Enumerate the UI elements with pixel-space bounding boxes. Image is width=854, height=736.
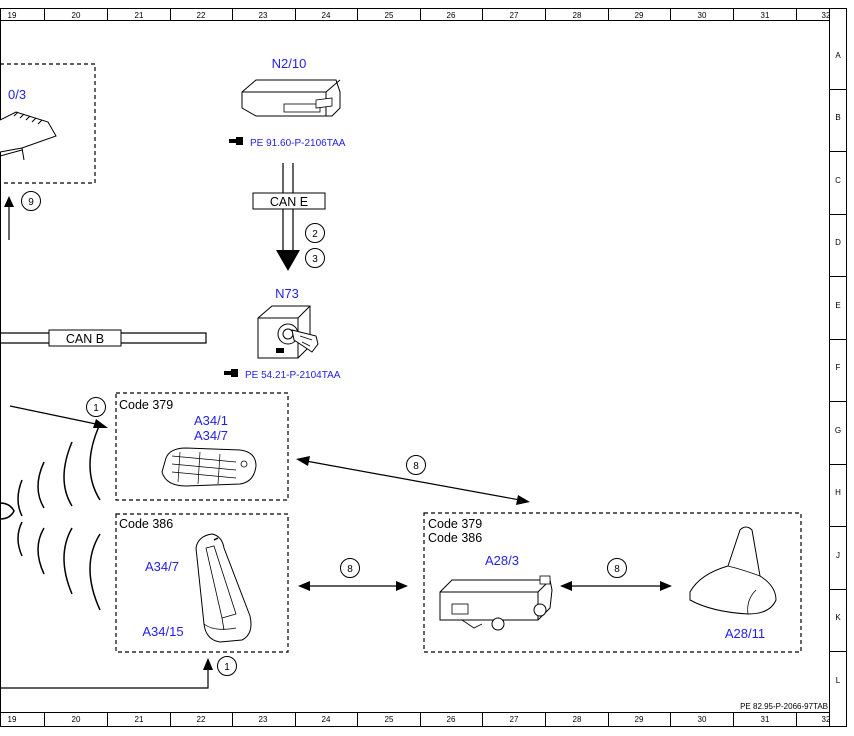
bus-label-can-e: CAN E (270, 195, 308, 209)
col-label: 27 (510, 11, 519, 20)
row-ticks (829, 89, 847, 652)
col-label: 27 (510, 715, 519, 724)
component-label-a28-3: A28/3 (485, 553, 519, 568)
callout-2: 2 (312, 229, 318, 240)
column-labels-bottom: 19 20 21 22 23 24 25 26 27 28 29 30 31 3… (8, 715, 831, 724)
col-label: 28 (573, 11, 582, 20)
code-label: Code 379 (119, 398, 173, 412)
code-label: Code 386 (119, 517, 173, 531)
connection-1-top: 1 (9, 397, 108, 428)
col-label: 22 (197, 11, 206, 20)
pointing-hand-icon (229, 137, 243, 145)
component-label-a34-1: A34/1 (194, 413, 228, 428)
partial-component-label: 0/3 (8, 87, 26, 102)
antenna-drawing (689, 526, 777, 615)
row-label: G (835, 426, 841, 435)
connection-8-middle: 8 (298, 558, 408, 591)
callout-9: 9 (28, 197, 34, 208)
row-label: E (835, 301, 840, 310)
col-label: 21 (135, 715, 144, 724)
row-label: L (836, 676, 841, 685)
partial-component-box: 0/3 (0, 63, 96, 184)
row-label: H (835, 488, 841, 497)
component-label-a28-11: A28/11 (725, 626, 765, 641)
col-label: 32 (822, 11, 831, 20)
column-labels-top: 19 20 21 22 23 24 25 26 27 28 29 30 31 3… (8, 11, 831, 20)
pointing-hand-icon (224, 369, 238, 377)
col-label: 20 (72, 11, 81, 20)
bus-can-b: CAN B (0, 329, 207, 347)
col-label: 25 (385, 715, 394, 724)
col-label: 32 (822, 715, 831, 724)
component-label-a34-7: A34/7 (194, 428, 228, 443)
col-label: 28 (573, 715, 582, 724)
radio-wave-icon (0, 423, 101, 611)
col-label: 24 (322, 715, 331, 724)
document-id: PE 82.95-P-2066-97TAB (740, 702, 828, 711)
phone-holder-drawing (195, 533, 252, 643)
connection-9: 9 (4, 191, 41, 240)
bus-can-e: CAN E 2 3 (252, 163, 326, 271)
callout-8-right: 8 (614, 564, 620, 575)
col-label: 29 (635, 11, 644, 20)
row-labels: A B C D E F G H J K L (835, 51, 841, 685)
code-386-box: Code 386 A34/7 A34/15 (115, 513, 289, 653)
component-n2-10: N2/10 PE 91.60-P-2106TAA (229, 56, 346, 149)
col-label: 30 (698, 715, 707, 724)
code-379-386-box: Code 379 Code 386 A28/3 8 A28/11 (423, 512, 802, 653)
component-n73: N73 PE 54.21-P-2104TAA (224, 286, 341, 381)
callout-3: 3 (312, 254, 318, 265)
callout-1-top: 1 (93, 403, 99, 414)
col-label: 25 (385, 11, 394, 20)
col-label: 19 (8, 11, 17, 20)
component-label-n73: N73 (275, 286, 299, 301)
col-label: 21 (135, 11, 144, 20)
col-label: 23 (259, 11, 268, 20)
col-label: 29 (635, 715, 644, 724)
col-label: 31 (761, 11, 770, 20)
row-label: B (835, 113, 840, 122)
bus-label-can-b: CAN B (66, 332, 104, 346)
callout-1-bottom: 1 (224, 662, 230, 673)
key-fob-drawing (161, 447, 257, 487)
drawing-frame (0, 8, 847, 727)
col-label: 19 (8, 715, 17, 724)
reference-n73: PE 54.21-P-2104TAA (245, 370, 341, 381)
row-label: F (836, 363, 841, 372)
code-label: Code 379 (428, 517, 482, 531)
row-label: C (835, 176, 841, 185)
callout-8-middle: 8 (347, 564, 353, 575)
module-drawing (439, 575, 553, 631)
connection-8-diagonal: 8 (296, 455, 530, 505)
col-label: 31 (761, 715, 770, 724)
row-label: D (835, 238, 841, 247)
col-label: 26 (447, 715, 456, 724)
col-label: 24 (322, 11, 331, 20)
code-label: Code 386 (428, 531, 482, 545)
reference-n2-10: PE 91.60-P-2106TAA (250, 138, 346, 149)
col-label: 22 (197, 715, 206, 724)
col-label: 23 (259, 715, 268, 724)
callout-8-diagonal: 8 (413, 461, 419, 472)
row-label: A (835, 51, 841, 60)
row-label: K (835, 613, 841, 622)
component-label-a34-15: A34/15 (142, 624, 183, 639)
row-label: J (836, 551, 840, 560)
connection-1-bottom: 1 (0, 656, 237, 689)
component-label-a34-7-bottom: A34/7 (145, 559, 179, 574)
code-379-box: Code 379 A34/1 A34/7 (115, 392, 289, 501)
component-label-n2-10: N2/10 (272, 56, 307, 71)
col-label: 26 (447, 11, 456, 20)
column-ticks (44, 8, 797, 727)
col-label: 20 (72, 715, 81, 724)
col-label: 30 (698, 11, 707, 20)
